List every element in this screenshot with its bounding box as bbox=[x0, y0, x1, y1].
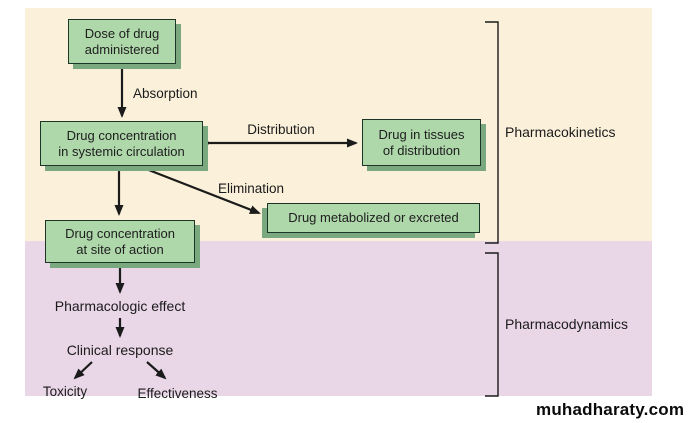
site-of-action-box: Drug concentration at site of action bbox=[45, 220, 195, 263]
toxicity-label: Toxicity bbox=[42, 384, 88, 399]
pharmacodynamics-section-label: Pharmacodynamics bbox=[505, 316, 628, 332]
clinical-response-label: Clinical response bbox=[66, 342, 174, 358]
pharmacologic-effect-label: Pharmacologic effect bbox=[54, 298, 186, 314]
absorption-label: Absorption bbox=[133, 86, 198, 101]
watermark-text: muhadharaty.com bbox=[536, 400, 685, 419]
elimination-label: Elimination bbox=[218, 181, 285, 196]
metabolized-excreted-box: Drug metabolized or excreted bbox=[267, 203, 480, 233]
tissues-distribution-box: Drug in tissues of distribution bbox=[362, 119, 481, 166]
effectiveness-label: Effectiveness bbox=[137, 386, 218, 401]
pharmacodynamics-background-band bbox=[25, 241, 652, 396]
systemic-circulation-box: Drug concentration in systemic circulati… bbox=[40, 121, 203, 166]
pharmacokinetics-section-label: Pharmacokinetics bbox=[505, 124, 616, 140]
dose-administered-box: Dose of drug administered bbox=[68, 19, 176, 64]
distribution-label: Distribution bbox=[247, 122, 315, 137]
